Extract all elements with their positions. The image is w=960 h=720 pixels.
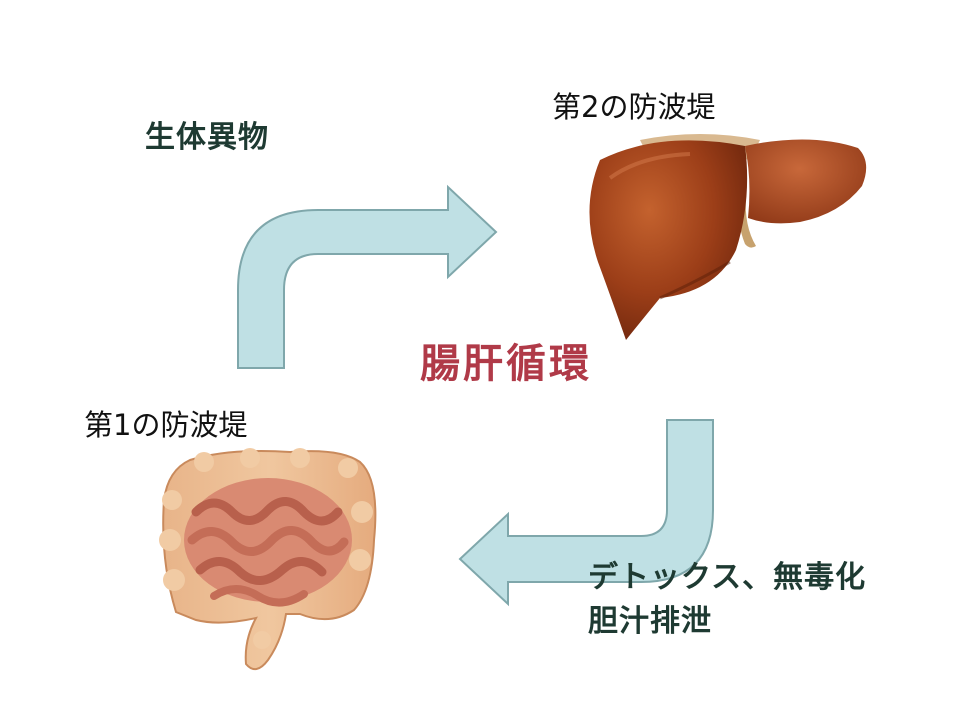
enterohepatic-cycle-label: 腸肝循環 [420,341,592,387]
intestine-illustration [159,448,377,671]
bile-excretion-label: 胆汁排泄 [588,604,712,639]
second-barrier-label: 第2の防波堤 [552,90,716,124]
arrow-to-intestine [458,419,714,607]
detox-label: デトックス、無毒化 [588,560,867,595]
foreign-substance-label: 生体異物 [145,120,269,155]
liver-illustration [589,134,867,340]
first-barrier-label: 第1の防波堤 [84,408,248,442]
arrow-to-liver [237,184,498,369]
